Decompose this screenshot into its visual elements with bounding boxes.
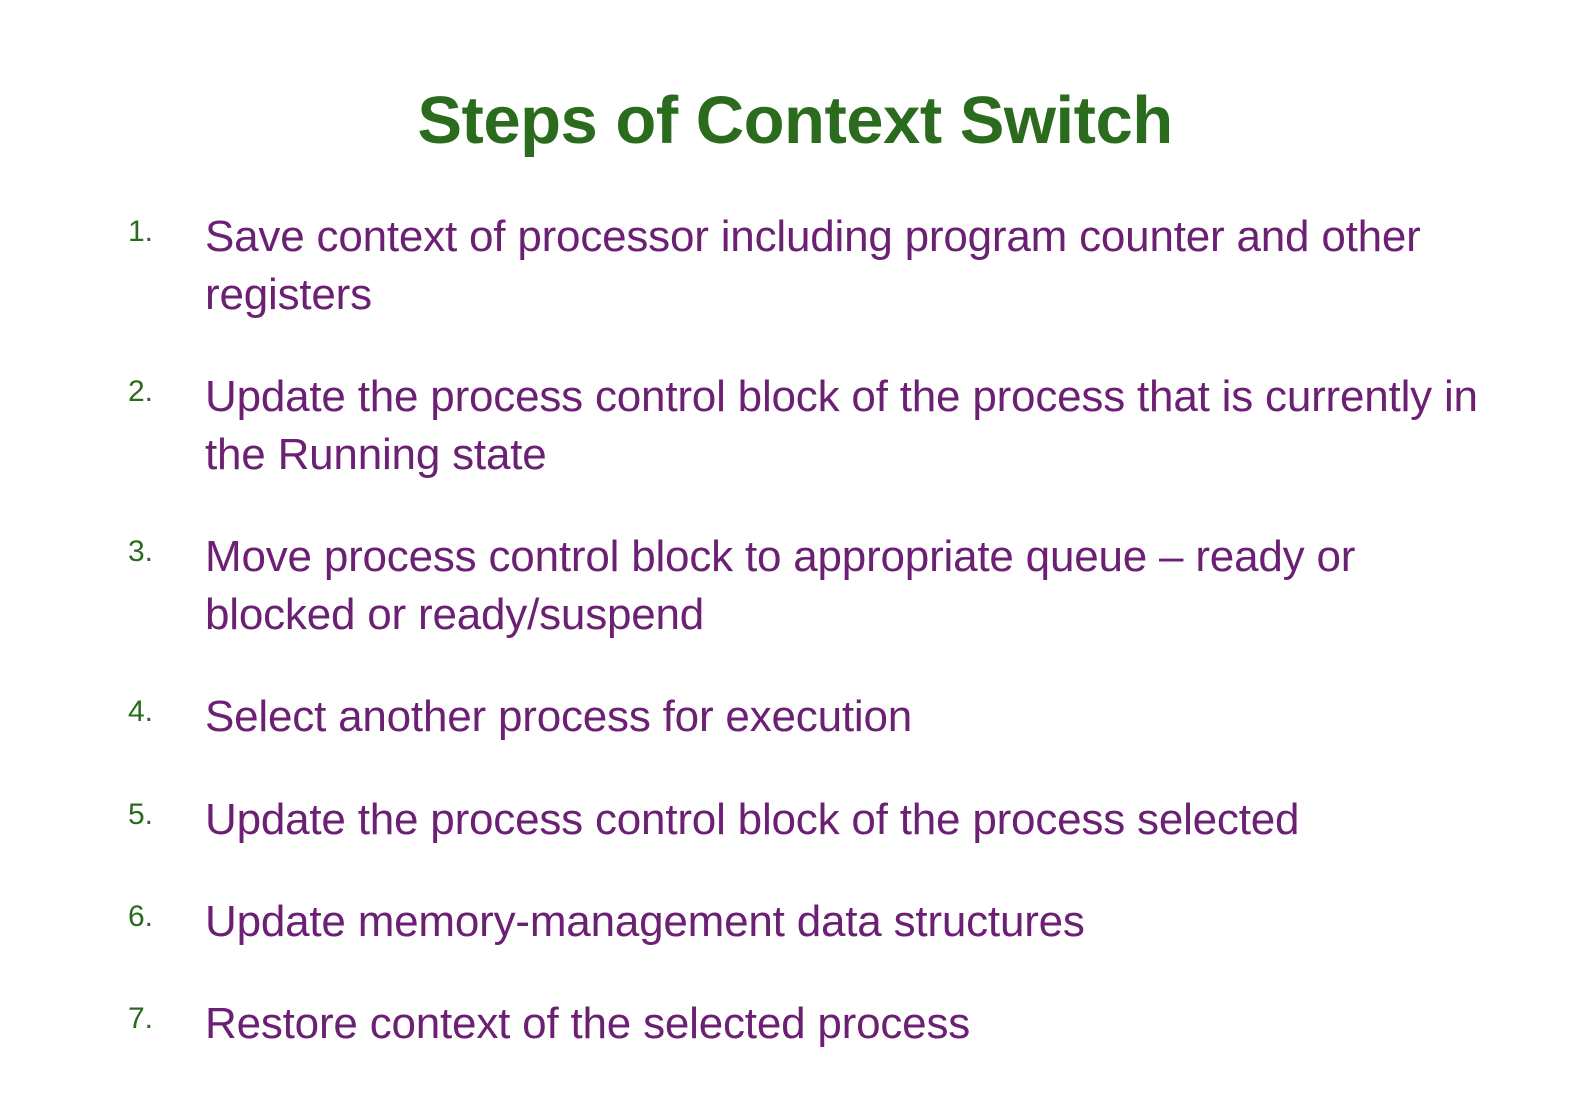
- step-number: 2.: [128, 375, 154, 409]
- step-number: 7.: [128, 1001, 154, 1035]
- step-number: 4.: [128, 695, 154, 729]
- step-text: Restore context of the selected process: [205, 998, 971, 1048]
- step-number: 5.: [128, 797, 154, 831]
- step-text: Update memory-management data structures: [205, 896, 1085, 946]
- step-text: Move process control block to appropriat…: [205, 532, 1356, 640]
- step-number: 1.: [128, 215, 154, 248]
- steps-list: 1. Save context of processor including p…: [120, 208, 1480, 1053]
- list-item: 2. Update the process control block of t…: [120, 368, 1480, 484]
- step-text: Select another process for execution: [205, 692, 912, 742]
- list-item: 1. Save context of processor including p…: [120, 208, 1480, 324]
- list-item: 6. Update memory-management data structu…: [120, 893, 1480, 951]
- step-text: Update the process control block of the …: [205, 794, 1300, 844]
- list-item: 5. Update the process control block of t…: [120, 791, 1480, 849]
- page-title: Steps of Context Switch: [417, 82, 1173, 158]
- list-item: 7. Restore context of the selected proce…: [120, 995, 1480, 1053]
- step-number: 3.: [128, 535, 154, 569]
- step-text: Save context of processor including prog…: [205, 212, 1421, 320]
- step-text: Update the process control block of the …: [205, 372, 1478, 480]
- list-item: 4. Select another process for execution: [120, 688, 1480, 746]
- list-item: 3. Move process control block to appropr…: [120, 528, 1480, 644]
- step-number: 6.: [128, 899, 154, 933]
